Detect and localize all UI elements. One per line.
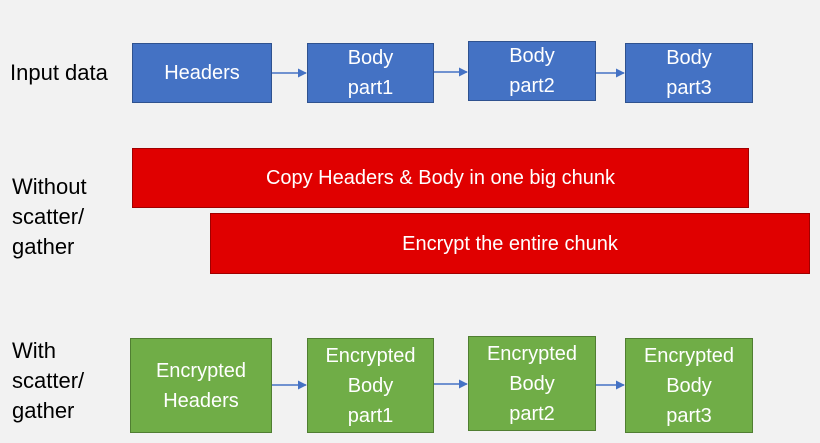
- copy-chunk-box: Copy Headers & Body in one big chunk: [132, 148, 749, 208]
- encrypted-body-part3-box: Encrypted Body part3: [625, 338, 753, 433]
- encrypted-headers-box: Encrypted Headers: [130, 338, 272, 433]
- body-part1-box: Body part1: [307, 43, 434, 103]
- body-part3-box: Body part3: [625, 43, 753, 103]
- headers-box: Headers: [132, 43, 272, 103]
- encrypt-chunk-box: Encrypt the entire chunk: [210, 213, 810, 274]
- encrypted-body-part1-box: Encrypted Body part1: [307, 338, 434, 433]
- without-scatter-gather-label: Without scatter/ gather: [12, 174, 87, 259]
- input-data-label: Input data: [10, 60, 108, 85]
- with-scatter-gather-label: With scatter/ gather: [12, 338, 85, 423]
- encrypted-body-part2-box: Encrypted Body part2: [468, 336, 596, 431]
- body-part2-box: Body part2: [468, 41, 596, 101]
